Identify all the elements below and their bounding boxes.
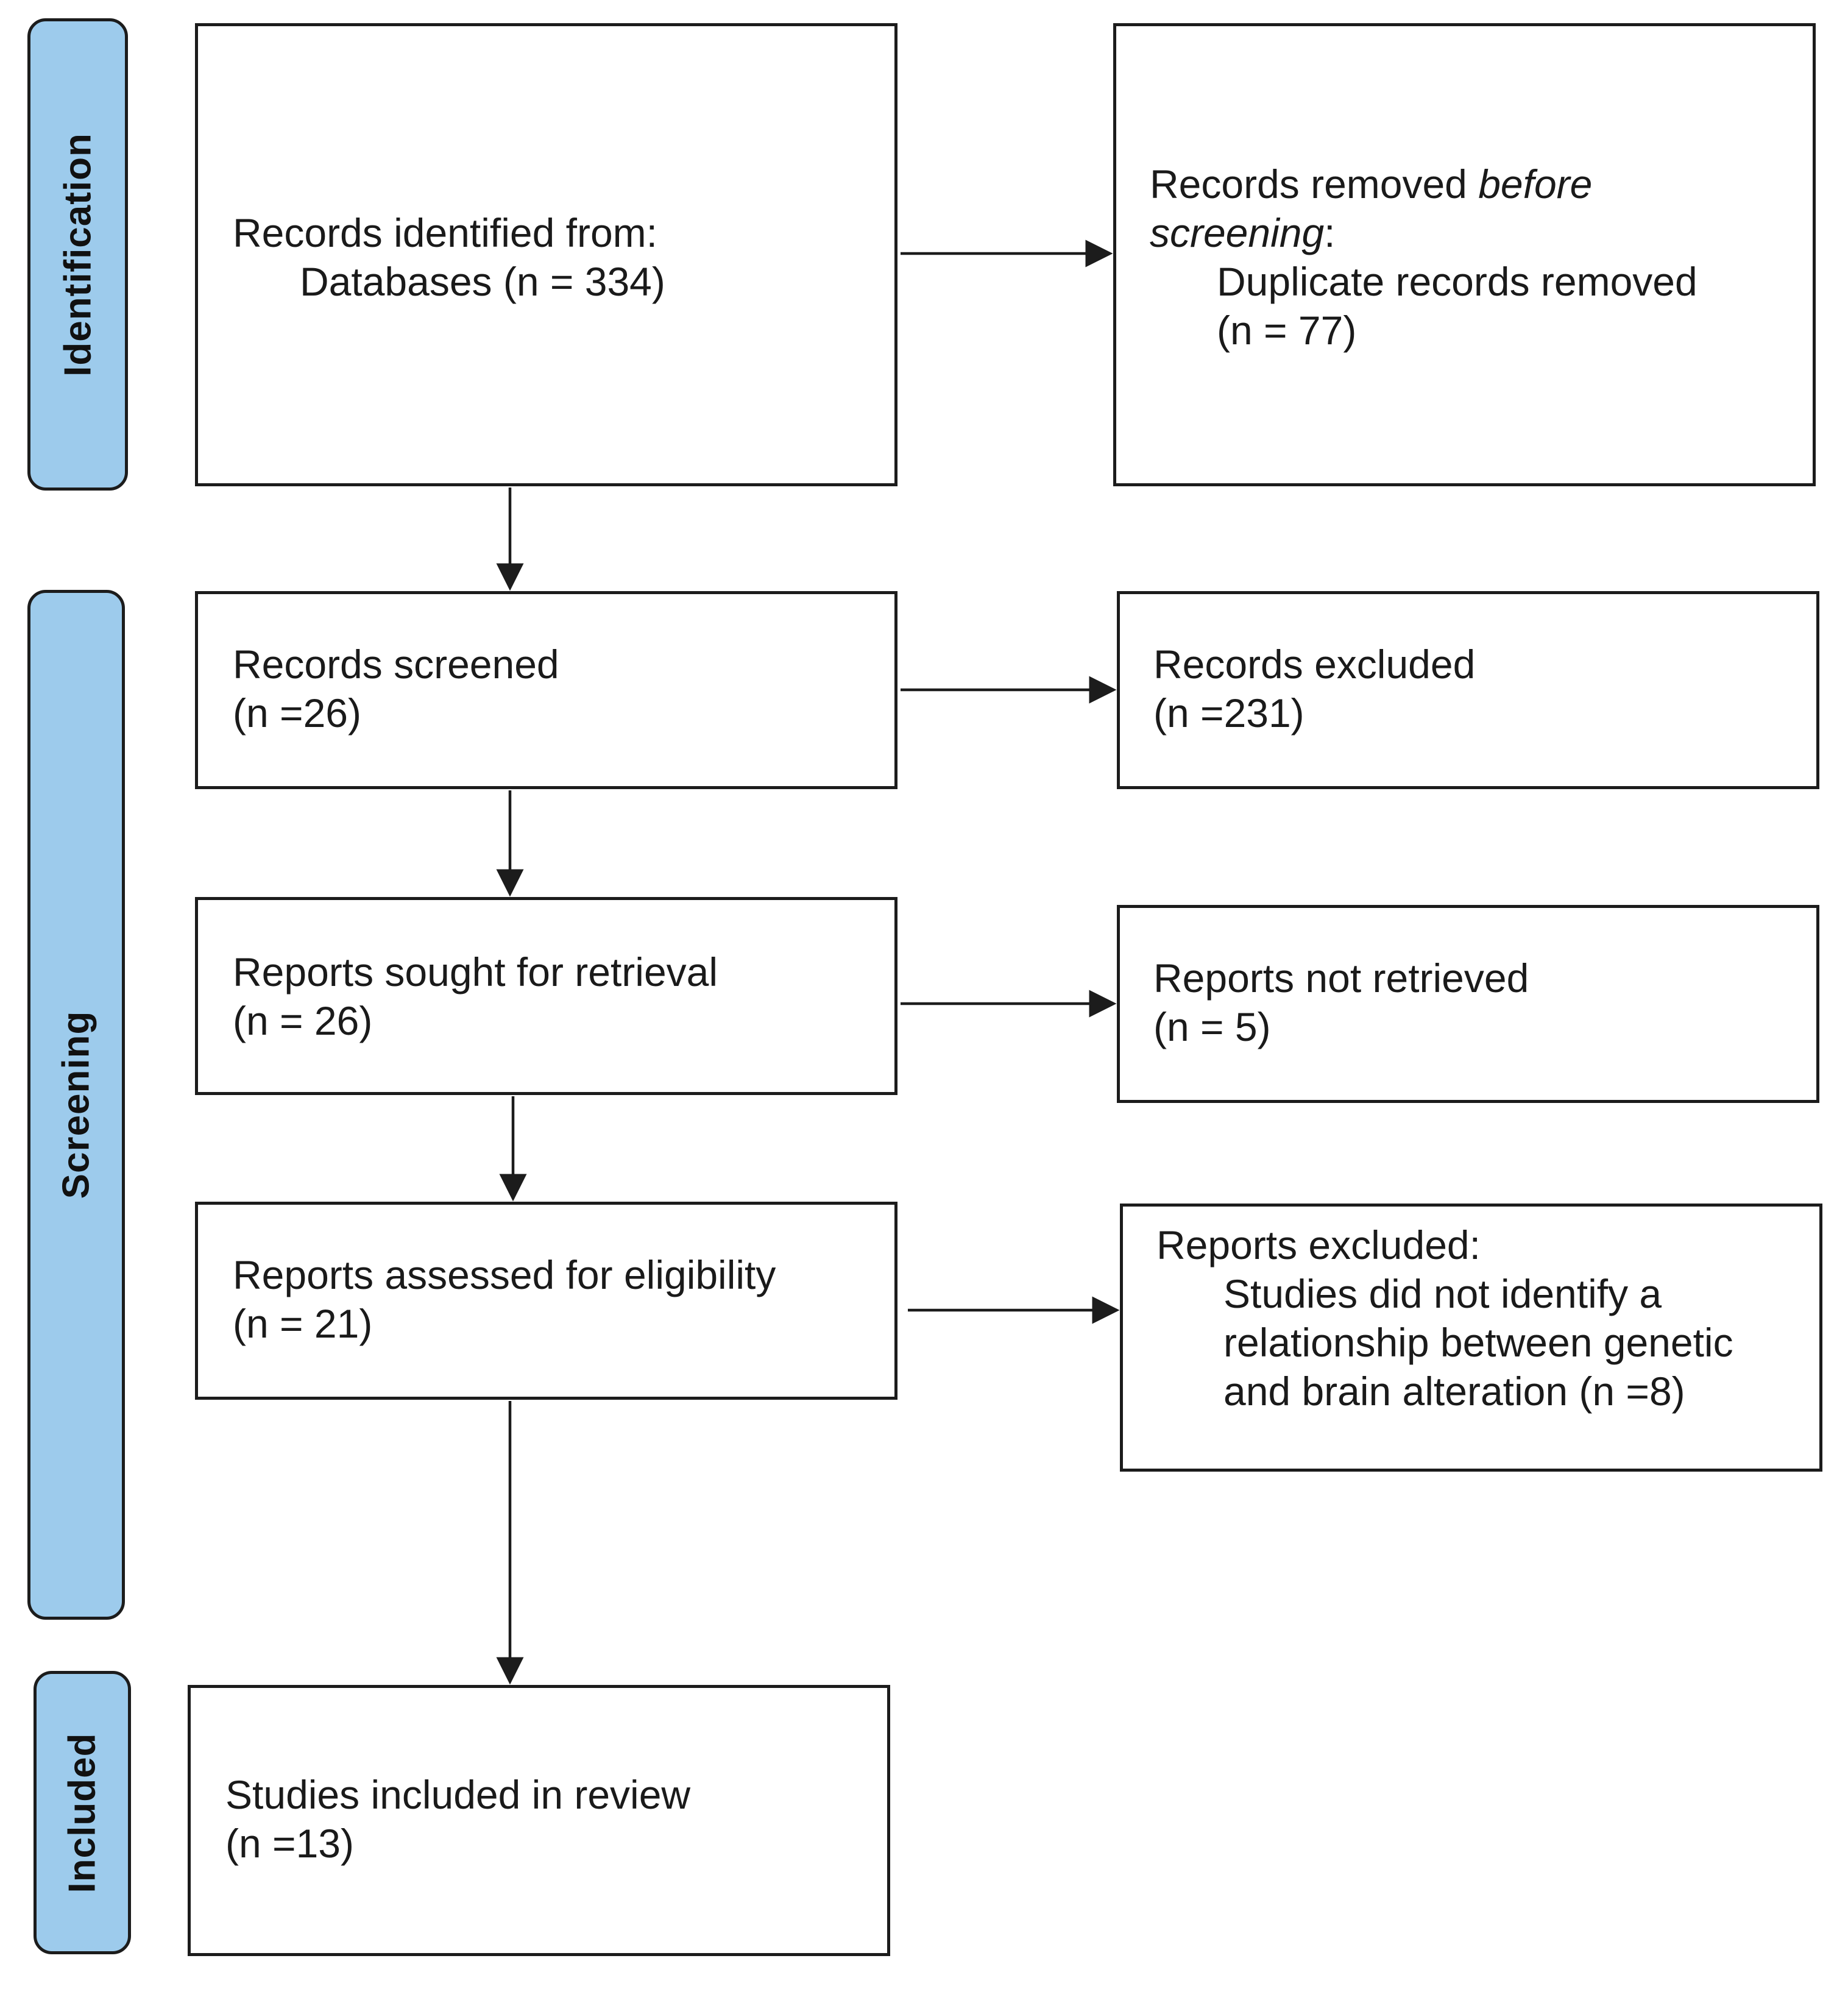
records-excluded-line1: Records excluded: [1153, 642, 1476, 687]
box-records-identified: [195, 23, 897, 486]
studies-included-line1: Studies included in review: [225, 1772, 691, 1817]
records-identified-text: Records identified from:Databases (n = 3…: [233, 208, 665, 306]
reports-assessed-line2: (n = 21): [233, 1301, 373, 1346]
reports-sought-line2: (n = 26): [233, 998, 373, 1043]
reports-excluded-line1: Reports excluded:: [1156, 1222, 1481, 1268]
reports-excluded-line2: Studies did not identify a: [1223, 1271, 1662, 1316]
records-identified-line1: Records identified from:: [233, 210, 657, 255]
box-records-excluded: [1117, 591, 1819, 789]
records-screened-line2: (n =26): [233, 690, 361, 736]
box-records-removed: [1113, 23, 1816, 486]
box-studies-included: [188, 1685, 890, 1956]
box-reports-not-retrieved: [1117, 905, 1819, 1103]
phase-identification: Identification: [27, 18, 128, 491]
reports-sought-text: Reports sought for retrieval(n = 26): [233, 948, 718, 1045]
box-records-screened: [195, 591, 897, 789]
records-removed-line3: Duplicate records removed: [1217, 259, 1698, 304]
reports-assessed-text: Reports assessed for eligibility(n = 21): [233, 1250, 776, 1348]
reports-excluded-line4: and brain alteration (n =8): [1223, 1369, 1685, 1414]
box-reports-assessed: [195, 1202, 897, 1400]
records-removed-line1: Records removed before: [1150, 161, 1593, 207]
reports-assessed-line1: Reports assessed for eligibility: [233, 1252, 776, 1297]
reports-not-retrieved-line1: Reports not retrieved: [1153, 956, 1529, 1001]
phase-included: Included: [34, 1671, 131, 1954]
studies-included-line2: (n =13): [225, 1821, 354, 1866]
records-identified-line2: Databases (n = 334): [300, 259, 665, 304]
studies-included-text: Studies included in review(n =13): [225, 1770, 690, 1868]
reports-sought-line1: Reports sought for retrieval: [233, 949, 718, 994]
reports-not-retrieved-text: Reports not retrieved(n = 5): [1153, 954, 1529, 1051]
records-removed-line4: (n = 77): [1217, 308, 1357, 353]
box-reports-excluded: [1120, 1204, 1822, 1472]
records-excluded-line2: (n =231): [1153, 690, 1305, 736]
phase-screening: Screening: [27, 590, 125, 1620]
reports-excluded-line3: relationship between genetic: [1223, 1320, 1733, 1365]
records-removed-line2: screening:: [1150, 210, 1336, 255]
box-reports-sought: [195, 897, 897, 1095]
reports-not-retrieved-line2: (n = 5): [1153, 1004, 1271, 1049]
records-screened-line1: Records screened: [233, 642, 559, 687]
reports-excluded-text: Reports excluded:Studies did not identif…: [1156, 1221, 1733, 1416]
records-screened-text: Records screened(n =26): [233, 640, 559, 737]
records-excluded-text: Records excluded(n =231): [1153, 640, 1475, 737]
